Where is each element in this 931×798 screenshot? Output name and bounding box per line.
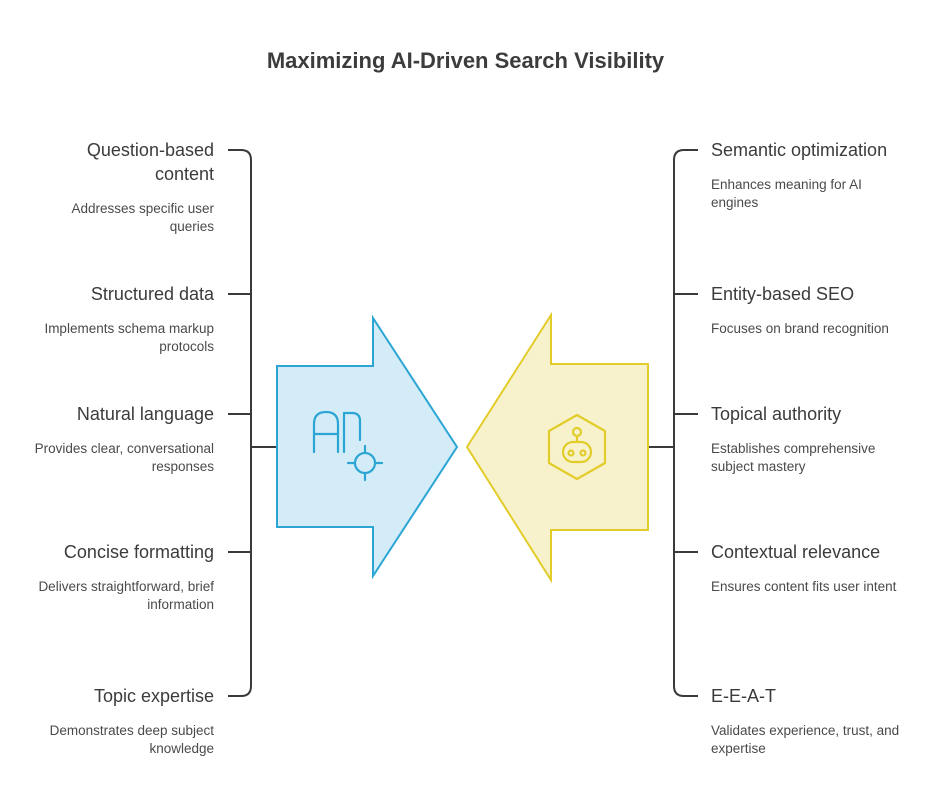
left-item-structured-data: Structured data Implements schema markup…	[24, 282, 214, 356]
right-bracket	[648, 149, 698, 697]
right-item-semantic-optimization: Semantic optimization Enhances meaning f…	[711, 138, 901, 212]
item-heading: Semantic optimization	[711, 140, 888, 160]
item-description: Enhances meaning for AI engines	[711, 177, 862, 210]
diagram-title: Maximizing AI-Driven Search Visibility	[266, 48, 665, 73]
yellow-arrow	[465, 311, 649, 584]
item-heading: Structured data	[90, 284, 214, 304]
item-heading: Question-based content	[86, 140, 214, 184]
item-heading: Contextual relevance	[711, 542, 881, 562]
left-item-question-based: Question-based content Addresses specifi…	[24, 138, 214, 236]
right-item-topical-authority: Topical authority Establishes comprehens…	[711, 402, 901, 476]
item-description: Validates experience, trust, and experti…	[711, 723, 900, 756]
item-heading: Topic expertise	[93, 686, 214, 706]
right-item-contextual-relevance: Contextual relevance Ensures content fit…	[711, 540, 901, 596]
item-description: Provides clear, conversational responses	[34, 441, 214, 474]
item-description: Demonstrates deep subject knowledge	[49, 723, 214, 756]
item-description: Addresses specific user queries	[71, 201, 214, 234]
left-item-concise-formatting: Concise formatting Delivers straightforw…	[24, 540, 214, 614]
left-bracket	[228, 149, 277, 697]
item-description: Implements schema markup protocols	[44, 321, 214, 354]
item-description: Ensures content fits user intent	[711, 579, 897, 594]
item-heading: Natural language	[76, 404, 214, 424]
left-item-topic-expertise: Topic expertise Demonstrates deep subjec…	[24, 684, 214, 758]
left-item-natural-language: Natural language Provides clear, convers…	[24, 402, 214, 476]
item-description: Delivers straightforward, brief informat…	[38, 579, 214, 612]
item-heading: Concise formatting	[63, 542, 214, 562]
ai-target-icon	[312, 410, 384, 482]
right-item-eeat: E-E-A-T Validates experience, trust, and…	[711, 684, 901, 758]
item-heading: E-E-A-T	[711, 686, 776, 706]
right-item-entity-based-seo: Entity-based SEO Focuses on brand recogn…	[711, 282, 901, 338]
item-heading: Entity-based SEO	[711, 284, 855, 304]
item-heading: Topical authority	[711, 404, 842, 424]
item-description: Establishes comprehensive subject master…	[711, 441, 876, 474]
blue-arrow	[276, 314, 459, 580]
robot-icon	[547, 413, 607, 481]
item-description: Focuses on brand recognition	[711, 321, 889, 336]
